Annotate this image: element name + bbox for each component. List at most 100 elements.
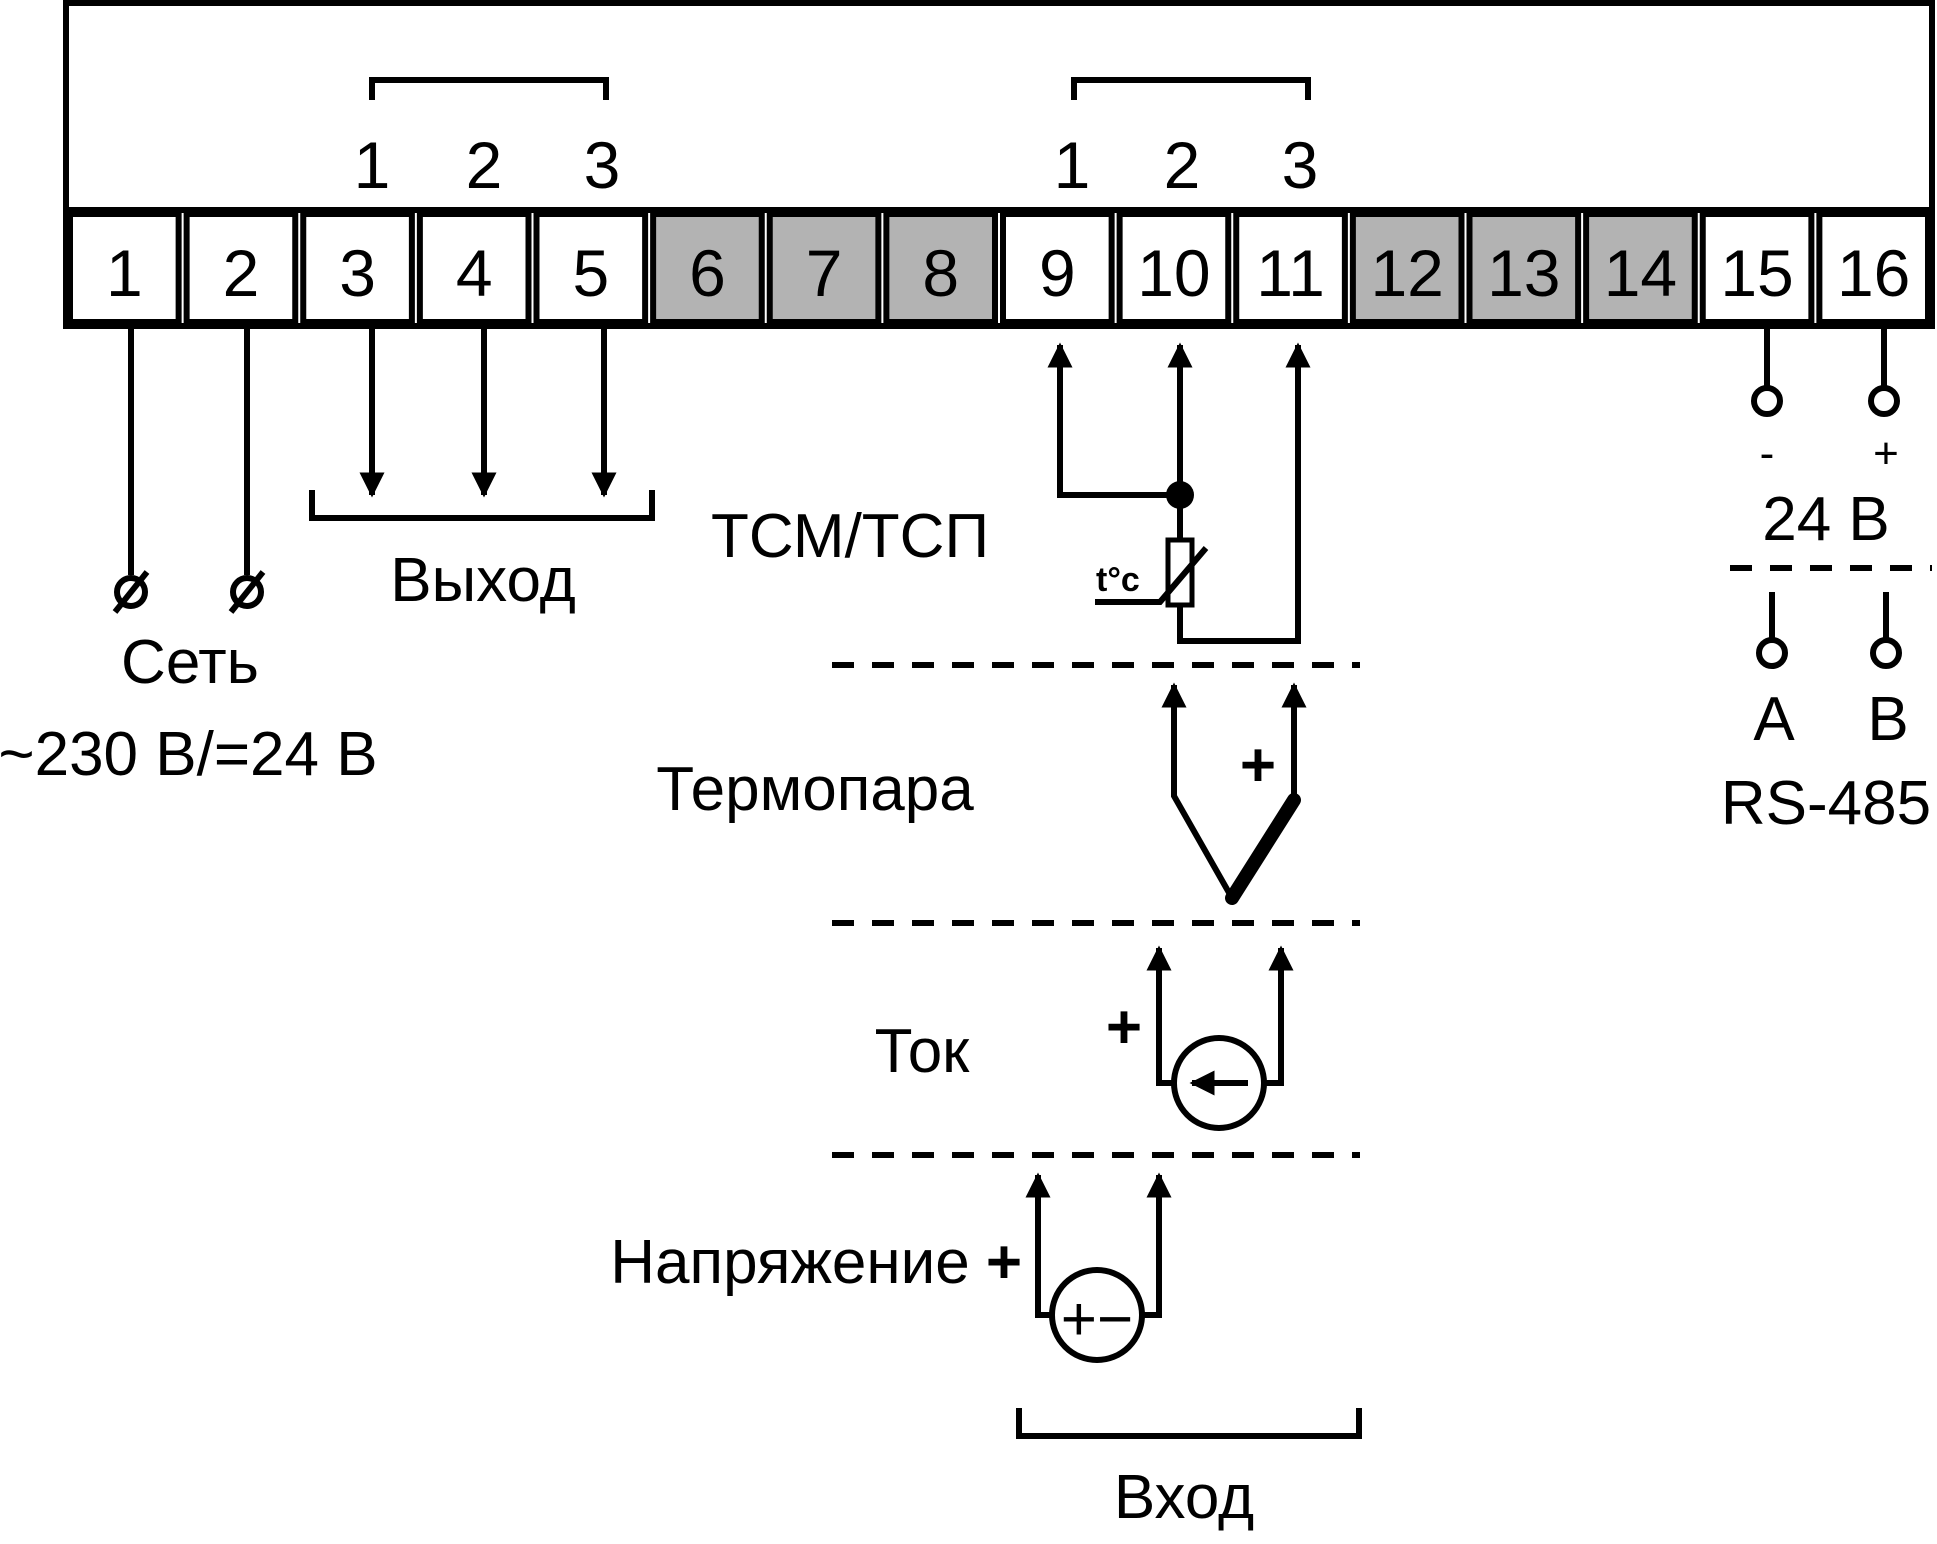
junction-dot — [1166, 481, 1194, 509]
terminal-10: 10 — [1116, 211, 1232, 325]
supply-terminal-minus — [1751, 385, 1783, 417]
output-group-header: 1 2 3 — [354, 77, 621, 202]
rtd-label: ТСМ/ТСП — [711, 502, 989, 571]
input-bracket-group: Вход — [1016, 1408, 1362, 1532]
supply-terminal-plus — [1868, 385, 1900, 417]
voltage-label: Напряжение — [610, 1228, 970, 1297]
rtd-section: ТСМ/ТСП t°c — [711, 342, 1311, 644]
terminal-2: 2 — [183, 211, 299, 325]
terminal-5: 5 — [533, 211, 649, 325]
terminal-cell — [883, 211, 998, 325]
output-wiring: Выход — [309, 329, 655, 615]
terminal-number: 7 — [806, 236, 843, 310]
terminal-number: 12 — [1370, 236, 1443, 310]
terminal-number: 13 — [1487, 236, 1560, 310]
terminal-13: 13 — [1466, 211, 1582, 325]
terminal-cell — [1233, 211, 1348, 325]
terminal-cell — [1583, 211, 1698, 325]
terminal-number: 3 — [339, 236, 376, 310]
current-source-icon — [1171, 1035, 1267, 1131]
device-housing — [63, 0, 1935, 329]
screw-terminal-icon — [112, 570, 150, 614]
terminal-11: 11 — [1233, 211, 1348, 325]
current-label: Ток — [875, 1017, 971, 1086]
terminal-9: 9 — [1000, 211, 1115, 325]
terminal-number: 14 — [1604, 236, 1677, 310]
rtd-wire-11 — [1177, 342, 1311, 644]
terminal-number: 8 — [922, 236, 959, 310]
terminal-number: 5 — [572, 236, 609, 310]
rtd-symbol-label: t°c — [1096, 561, 1140, 599]
supply-plus-label: + — [1873, 429, 1899, 478]
terminal-cell — [1699, 211, 1815, 325]
terminal-number: 9 — [1039, 236, 1076, 310]
thermocouple-icon — [1225, 793, 1301, 905]
input-group-number: 1 — [1054, 128, 1091, 202]
svg-text:+−: +− — [1061, 1285, 1133, 1354]
power-voltage-label: ~230 В/=24 В — [0, 720, 378, 789]
terminal-8: 8 — [883, 211, 998, 325]
input-group-header: 1 2 3 — [1054, 77, 1319, 202]
thermocouple-section: Термопара + — [656, 682, 1307, 905]
terminal-cell — [1466, 211, 1582, 325]
voltage-negative-wire — [1142, 1172, 1172, 1318]
terminal-number: 16 — [1837, 236, 1910, 310]
thermistor-icon — [1095, 537, 1209, 608]
power-wiring: Сеть ~230 В/=24 В — [0, 329, 378, 789]
terminal-1: 1 — [67, 211, 182, 325]
terminal-number: 11 — [1256, 236, 1325, 310]
output-group-number: 2 — [466, 128, 503, 202]
terminal-number: 6 — [689, 236, 726, 310]
rtd-wire-9 — [1047, 342, 1180, 498]
output-bracket — [309, 490, 655, 521]
voltage-plus: + — [986, 1228, 1022, 1297]
rs485-terminal-b — [1870, 637, 1902, 669]
terminal-number: 10 — [1137, 236, 1210, 310]
terminal-cell — [1000, 211, 1115, 325]
terminal-6: 6 — [650, 211, 765, 325]
terminal-15: 15 — [1699, 211, 1815, 325]
current-section: Ток + — [875, 945, 1294, 1131]
terminal-12: 12 — [1349, 211, 1465, 325]
screw-terminal-icon — [228, 570, 266, 614]
terminal-cell — [766, 211, 882, 325]
rs485-terminal-a — [1756, 637, 1788, 669]
current-negative-wire — [1264, 945, 1294, 1086]
terminal-cell — [1116, 211, 1232, 325]
rs485-label: RS-485 — [1721, 769, 1931, 838]
terminal-3: 3 — [300, 211, 415, 325]
supply-voltage-label: 24 В — [1762, 485, 1890, 554]
terminal-cell — [1349, 211, 1465, 325]
thermocouple-plus: + — [1240, 731, 1276, 800]
terminal-cell — [1816, 211, 1931, 325]
supply-rs485-section: - + 24 В A B RS-485 — [1721, 329, 1932, 838]
thermocouple-negative-wire — [1161, 682, 1235, 900]
thermocouple-label: Термопара — [656, 755, 974, 824]
terminal-7: 7 — [766, 211, 882, 325]
rs485-b-label: B — [1867, 685, 1908, 754]
input-group-number: 3 — [1282, 128, 1319, 202]
terminal-4: 4 — [416, 211, 532, 325]
terminal-cell — [183, 211, 299, 325]
voltage-source-icon: +− — [1049, 1267, 1145, 1363]
current-positive-wire — [1146, 945, 1174, 1086]
input-bracket — [1016, 1408, 1362, 1439]
terminal-cell — [300, 211, 415, 325]
input-group-bracket — [1071, 77, 1311, 100]
output-group-bracket — [369, 77, 609, 100]
terminal-cell — [650, 211, 765, 325]
terminal-number: 4 — [456, 236, 493, 310]
terminal-14: 14 — [1583, 211, 1698, 325]
terminal-number: 2 — [223, 236, 260, 310]
output-group-number: 3 — [584, 128, 621, 202]
terminal-16: 16 — [1816, 211, 1931, 325]
power-label: Сеть — [121, 628, 259, 697]
rs485-a-label: A — [1753, 685, 1795, 754]
terminal-cell — [533, 211, 649, 325]
terminal-number: 15 — [1720, 236, 1793, 310]
voltage-positive-wire — [1025, 1172, 1052, 1318]
terminal-cell — [67, 211, 182, 325]
input-group-number: 2 — [1164, 128, 1201, 202]
